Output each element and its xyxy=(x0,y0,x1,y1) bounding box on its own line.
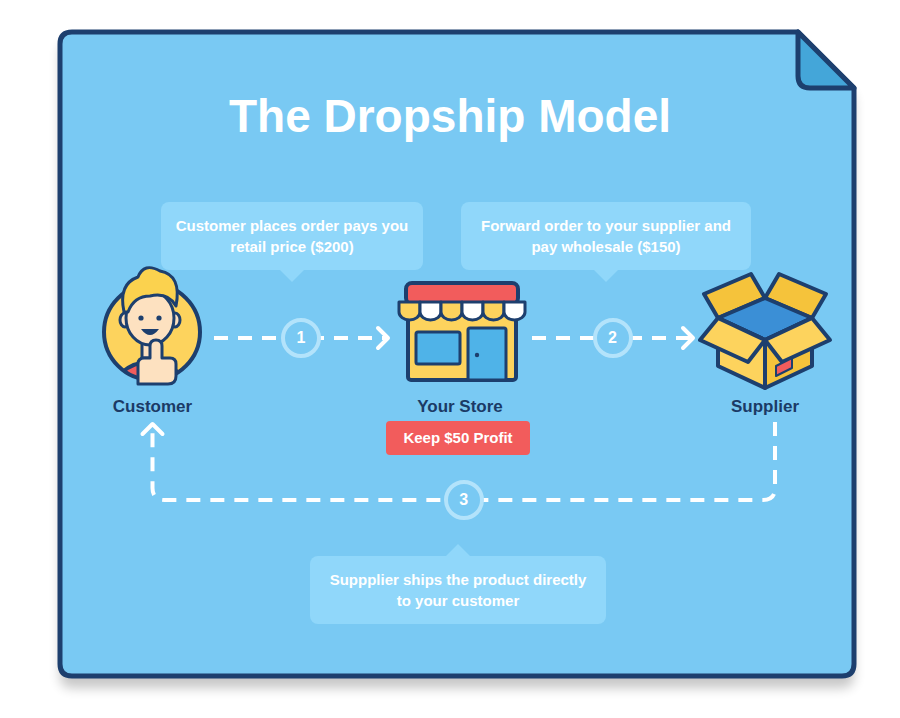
actor-node: Supplier xyxy=(697,276,833,418)
profit-badge: Keep $50 Profit xyxy=(386,421,529,455)
callout-pointer xyxy=(594,270,618,282)
badge-text: Keep $50 Profit xyxy=(403,428,512,448)
arrowhead xyxy=(378,328,388,348)
callout-number: 1 xyxy=(281,318,321,358)
callout-box: Forward order to your supplier and pay w… xyxy=(461,202,751,270)
actor-node: Your Store xyxy=(392,280,528,418)
callout-number: 2 xyxy=(593,318,633,358)
callout-pointer xyxy=(280,270,304,282)
node-label: Customer xyxy=(95,396,210,418)
node-label: Your Store xyxy=(392,396,528,418)
callout-box: Suppplier ships the product directly to … xyxy=(310,556,606,624)
callout-box: Customer places order pays you retail pr… xyxy=(161,202,423,270)
callout-number: 3 xyxy=(444,480,484,520)
callout-text: Suppplier ships the product directly to … xyxy=(324,569,592,611)
box-icon xyxy=(700,274,830,388)
callout-pointer xyxy=(446,544,470,556)
diagram-title: The Dropship Model xyxy=(0,88,900,144)
folded-corner xyxy=(798,32,854,88)
node-label: Supplier xyxy=(697,396,833,418)
arrowhead xyxy=(683,328,693,348)
callout-text: Customer places order pays you retail pr… xyxy=(175,215,409,257)
arrowhead xyxy=(143,424,163,434)
callout-text: Forward order to your supplier and pay w… xyxy=(475,215,737,257)
actor-node: Customer xyxy=(95,266,210,418)
store-icon xyxy=(399,283,525,380)
